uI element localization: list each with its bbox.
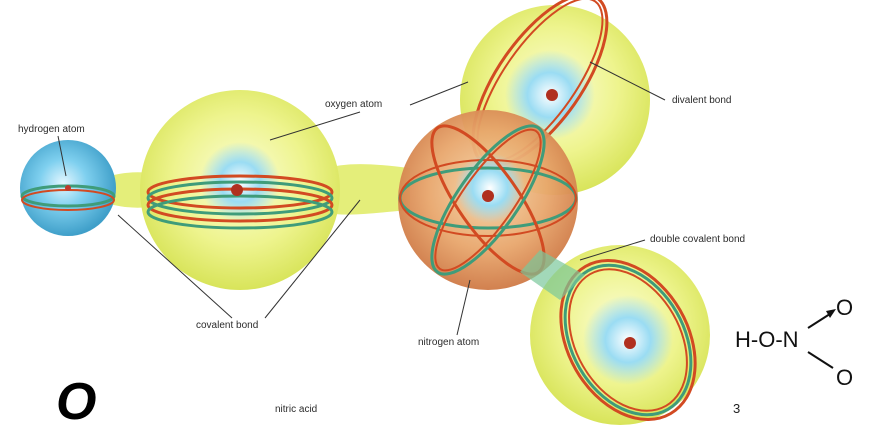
label-oxygen-atom: oxygen atom <box>325 99 382 110</box>
label-double-covalent-bond: double covalent bond <box>650 234 745 245</box>
label-covalent-bond: covalent bond <box>196 320 258 331</box>
formula-o-bottom: O <box>836 365 853 391</box>
formula-hon: H-O-N <box>735 327 799 353</box>
formula-o-top: O <box>836 295 853 321</box>
label-nitric-acid: nitric acid <box>275 404 317 415</box>
label-nitrogen-atom: nitrogen atom <box>418 337 479 348</box>
nucleus-hydrogen <box>65 185 71 191</box>
label-divalent-bond: divalent bond <box>672 95 732 106</box>
nucleus-oxygen-left <box>231 184 243 196</box>
nucleus-oxygen-bottom <box>624 337 636 349</box>
page-number: 3 <box>733 401 740 416</box>
corner-glyph: O <box>56 376 96 428</box>
nucleus-oxygen-top <box>546 89 558 101</box>
nucleus-nitrogen <box>482 190 494 202</box>
label-hydrogen-atom: hydrogen atom <box>18 124 85 135</box>
